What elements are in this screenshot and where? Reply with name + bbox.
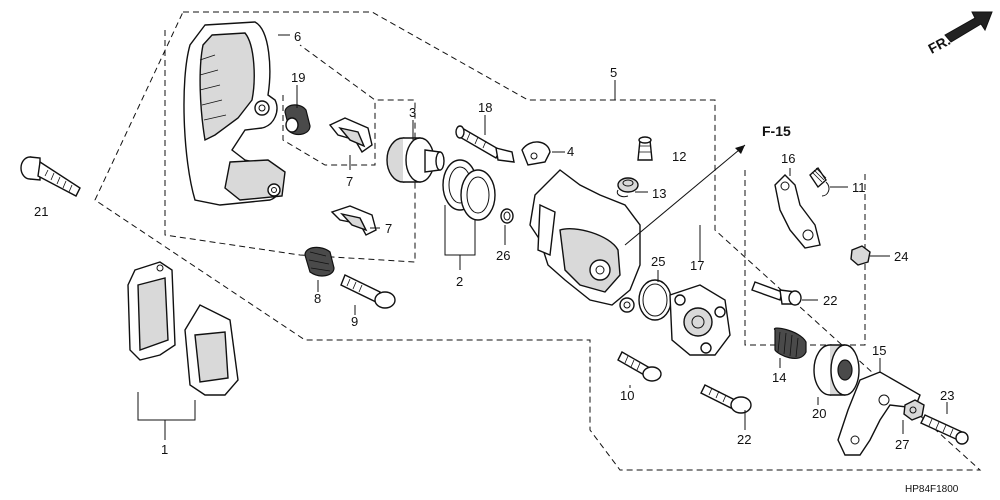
callout-16: 16: [781, 151, 795, 166]
callout-17: 17: [690, 258, 704, 273]
callout-14: 14: [772, 370, 786, 385]
callout-11: 11: [852, 180, 866, 195]
callout-7a: 7: [346, 174, 353, 189]
boot-8: [304, 246, 335, 277]
callout-18: 18: [478, 100, 492, 115]
callout-6: 6: [294, 29, 301, 44]
bolt-10: [617, 351, 662, 382]
callout-21: 21: [34, 204, 48, 219]
bolt-22-upper: [751, 281, 802, 306]
nut-24: [850, 245, 871, 266]
bleeder-valve-12: [637, 136, 653, 161]
callout-9: 9: [351, 314, 358, 329]
bolt-23: [920, 414, 969, 445]
callout-25: 25: [651, 254, 665, 269]
pad-retainer-upper: [328, 117, 373, 154]
reference-label: F-15: [762, 123, 791, 139]
o-ring-25: [638, 279, 672, 321]
pin-bolt-18: [455, 125, 515, 163]
pad-retainer-lower: [330, 205, 377, 236]
clip-4: [521, 141, 551, 166]
outline-caliper-assembly: [94, 11, 982, 471]
bolt-21: [20, 156, 81, 197]
front-arrow-icon: [944, 11, 993, 43]
callout-1: 1: [161, 442, 168, 457]
o-ring-26: [500, 208, 514, 224]
callout-15: 15: [872, 343, 886, 358]
callout-8: 8: [314, 291, 321, 306]
caliper-body-5: [529, 169, 641, 313]
boot-19: [284, 104, 311, 136]
brake-pads-1: [127, 261, 239, 396]
piston-seals-2: [442, 159, 496, 221]
callout-23: 23: [940, 388, 954, 403]
adjuster-20: [813, 344, 860, 396]
housing-17: [669, 284, 731, 356]
callout-20: 20: [812, 406, 826, 421]
nut-27: [903, 399, 925, 421]
callout-22b: 22: [737, 432, 751, 447]
callout-19: 19: [291, 70, 305, 85]
arm-15: [837, 371, 921, 456]
lever-16: [774, 174, 821, 249]
callout-10: 10: [620, 388, 634, 403]
spring-11: [809, 166, 830, 197]
callout-27: 27: [895, 437, 909, 452]
leader-lines: [137, 34, 948, 440]
drawing-code: HP84F1800: [905, 484, 959, 495]
callout-2: 2: [456, 274, 463, 289]
callout-24: 24: [894, 249, 908, 264]
outline-retainer-group: [282, 95, 376, 166]
outline-parking-group: [744, 170, 866, 346]
callout-7b: 7: [385, 221, 392, 236]
outline-bracket-group: [164, 30, 416, 263]
bolt-22-lower: [700, 384, 752, 414]
callout-5: 5: [610, 65, 617, 80]
part-number-callouts: 1 2 3 4 5 6 7 7 8 9 10 11 12 13 14 15 16…: [34, 29, 954, 457]
piston-3: [386, 137, 445, 183]
callout-3: 3: [409, 105, 416, 120]
pin-9: [340, 274, 396, 309]
front-direction-arrow: FR.: [925, 11, 993, 57]
callout-4: 4: [567, 144, 574, 159]
callout-13: 13: [652, 186, 666, 201]
caliper-bracket: [183, 21, 286, 206]
callout-22a: 22: [823, 293, 837, 308]
callout-12: 12: [672, 149, 686, 164]
bleeder-cap-13: [616, 177, 639, 198]
spring-14: [774, 327, 807, 359]
callout-26: 26: [496, 248, 510, 263]
